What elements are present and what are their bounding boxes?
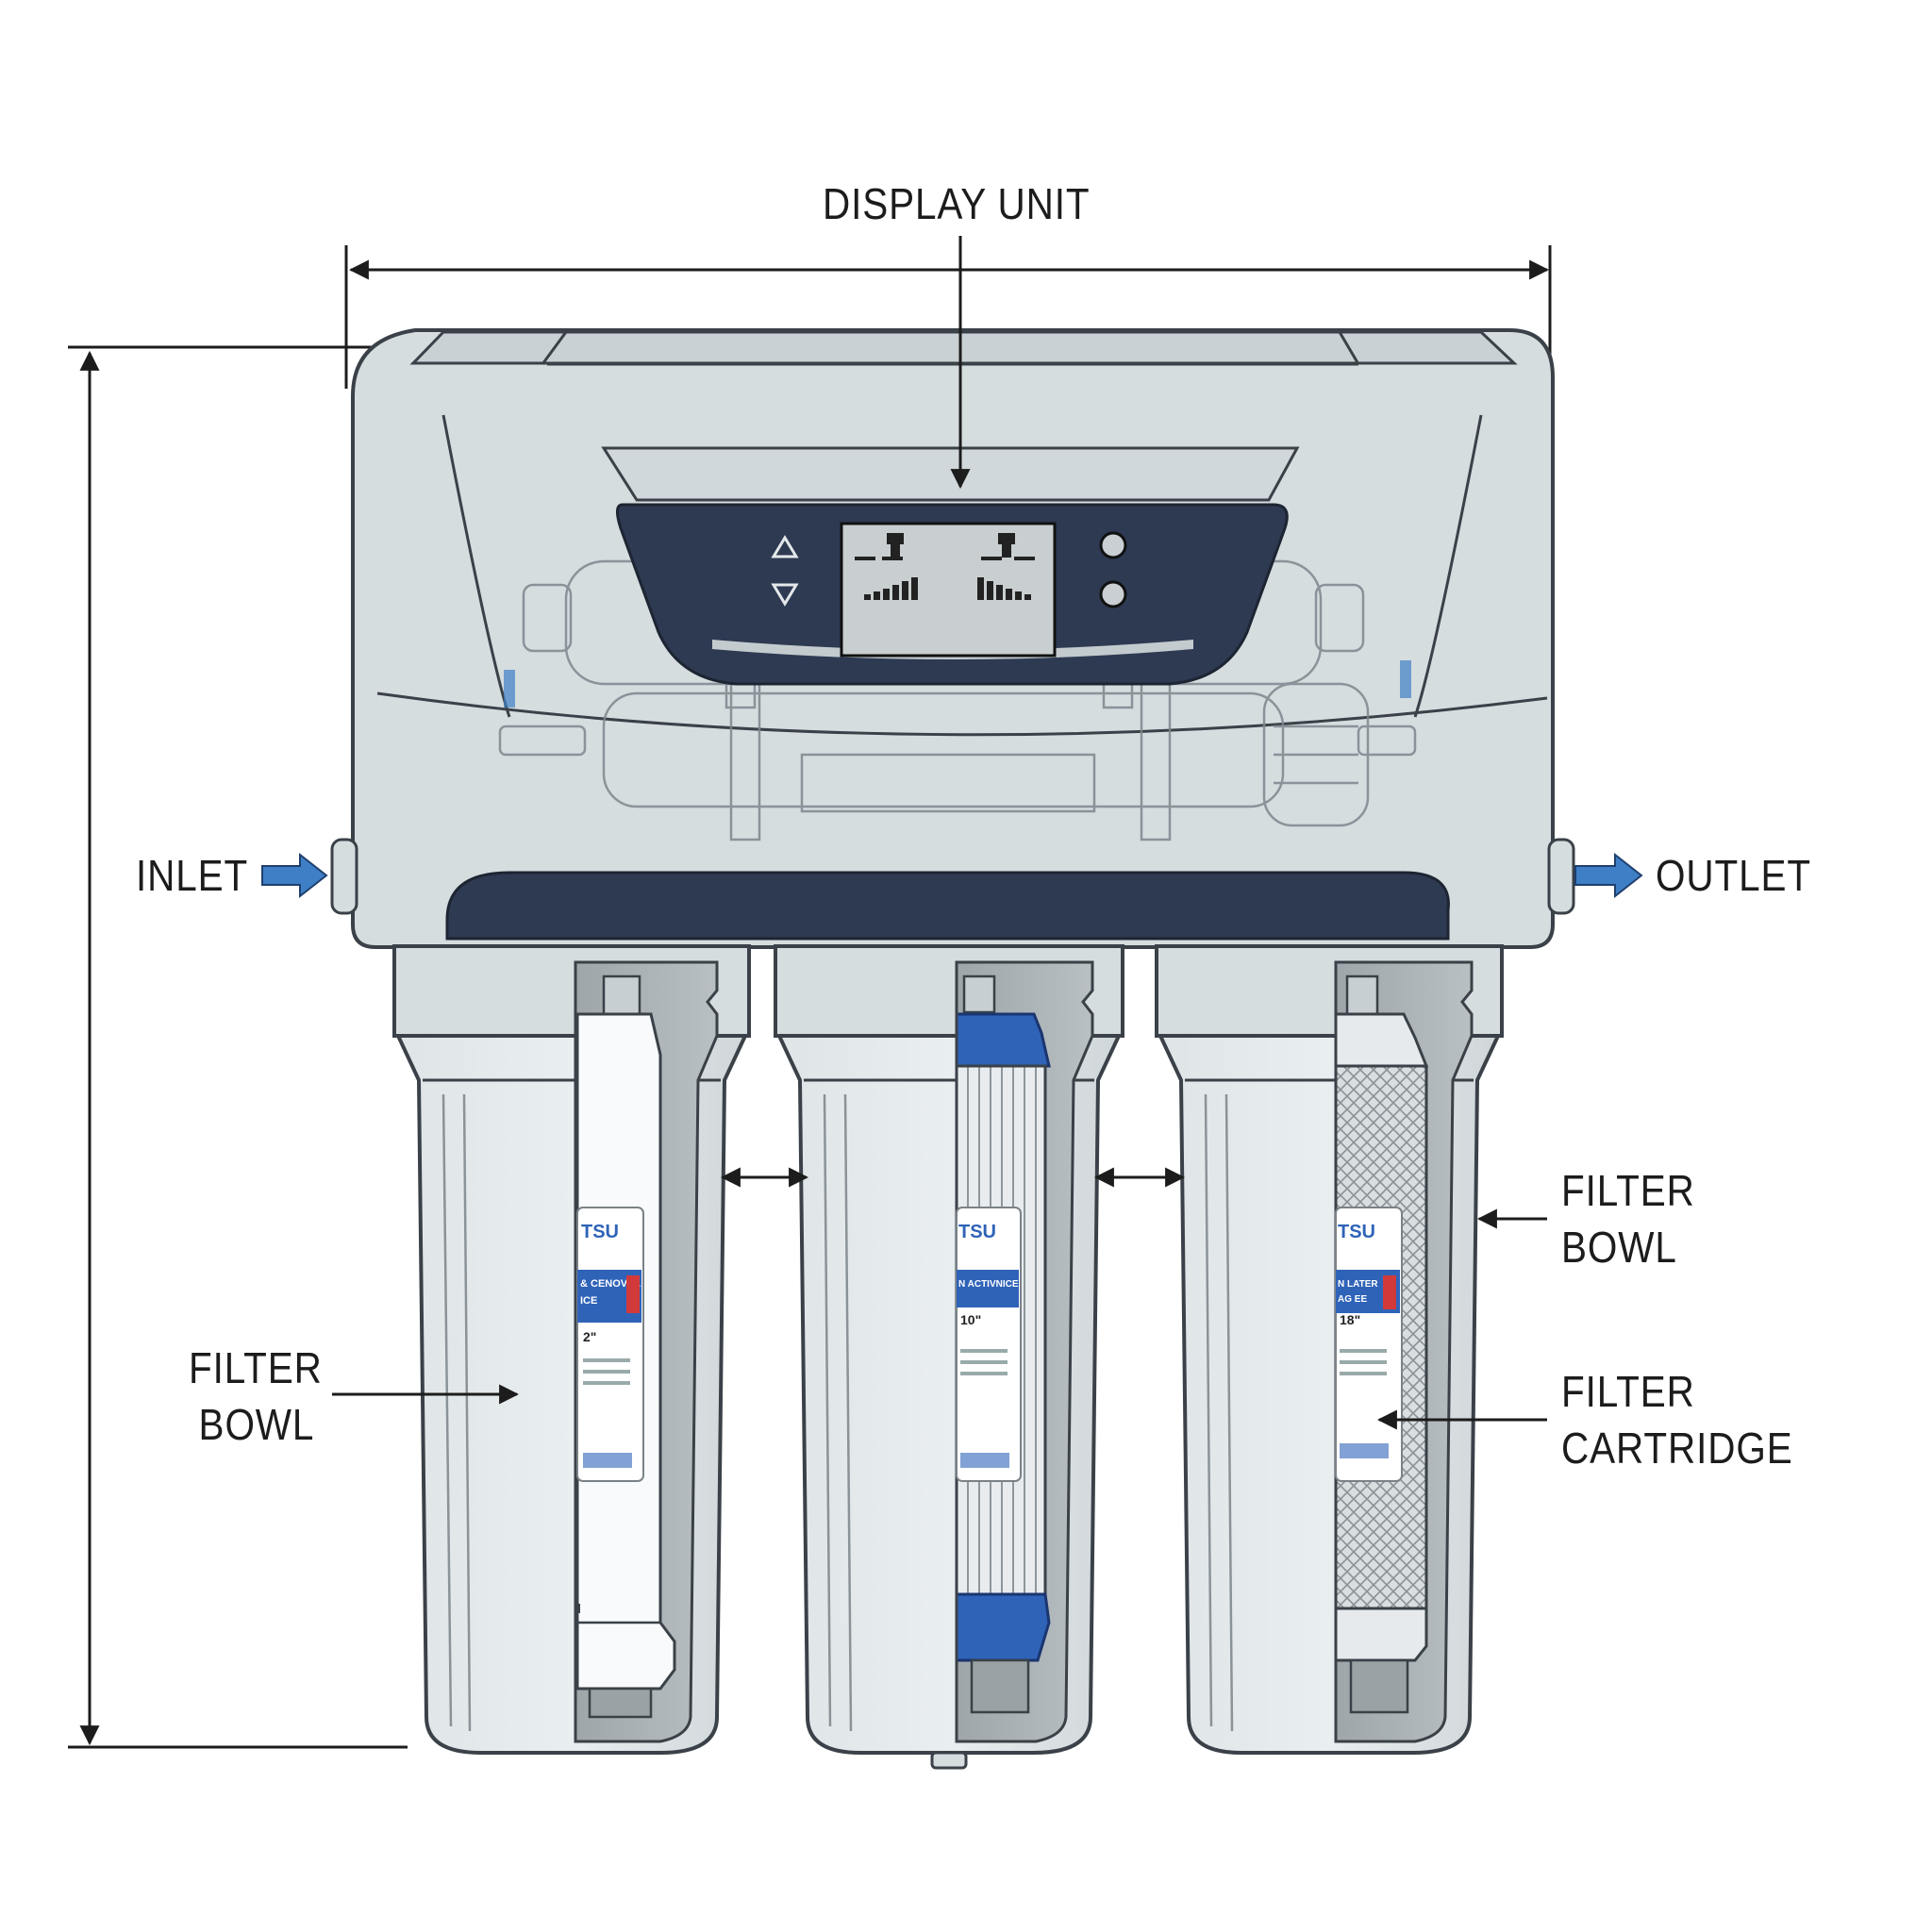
cartridge-label-1-size: 2" [583,1329,596,1344]
round-button-top[interactable] [1099,531,1127,559]
filter-bowl-3 [1155,944,1504,1755]
filter-cartridge-line1: FILTER [1561,1367,1695,1416]
up-arrow-button[interactable] [771,535,799,558]
round-button-bottom[interactable] [1099,580,1127,608]
dimension-lines [68,245,1552,1749]
outlet-label: OUTLET [1656,851,1811,900]
internal-components-ghost [498,559,1417,841]
cartridge-label-3: TSU N LATER AG EE 18" [1335,1207,1403,1482]
filter-cartridge-line2: CARTRIDGE [1561,1424,1793,1473]
cartridge-label-2: TSU N ACTIVNICE 10" [956,1207,1022,1482]
cartridge-label-2-band: N ACTIVNICE [958,1279,1019,1290]
down-arrow-button[interactable] [771,583,799,607]
filter-bowl-right-line1: FILTER [1561,1166,1695,1215]
lcd-screen [840,522,1057,658]
outlet-arrow-icon [1574,852,1643,899]
top-housing [351,328,1555,949]
cartridge-label-3-band: N LATER [1338,1279,1378,1290]
filter-bowl-left-label: FILTER BOWL [189,1340,323,1453]
inlet-label: INLET [136,851,249,900]
filter-bowl-right-line2: BOWL [1561,1223,1677,1272]
cartridge-label-3-band2: AG EE [1338,1294,1367,1305]
filter-bowl-2 [774,944,1124,1770]
cartridge-label-2-size: 10" [960,1312,981,1327]
filter-bowl-left-line1: FILTER [189,1343,323,1392]
callout-leaders [332,236,1547,1430]
cartridge-label-1-band2: ICE [580,1295,597,1307]
filter-cartridge-label: FILTER CARTRIDGE [1561,1363,1793,1476]
cartridge-label-1-band: & CENOVAL [580,1278,641,1290]
inlet-arrow-icon [261,852,328,899]
filter-bowl-right-label: FILTER BOWL [1561,1162,1695,1275]
filter-bowl-1 [392,944,751,1755]
housing-base-band [445,871,1450,941]
cartridge-label-3-brand: TSU [1338,1222,1375,1242]
inlet-port [330,838,358,915]
display-unit-label: DISPLAY UNIT [823,179,1091,228]
cartridge-label-3-size: 18" [1340,1312,1360,1327]
cartridge-label-1-brand: TSU [581,1222,619,1242]
lcd-segments [855,533,1035,600]
outlet-port [1547,838,1575,915]
filter-bowl-left-line2: BOWL [198,1400,315,1449]
cartridge-label-1: TSU & CENOVAL ICE 2" [576,1207,644,1482]
cartridge-label-2-brand: TSU [958,1222,996,1242]
